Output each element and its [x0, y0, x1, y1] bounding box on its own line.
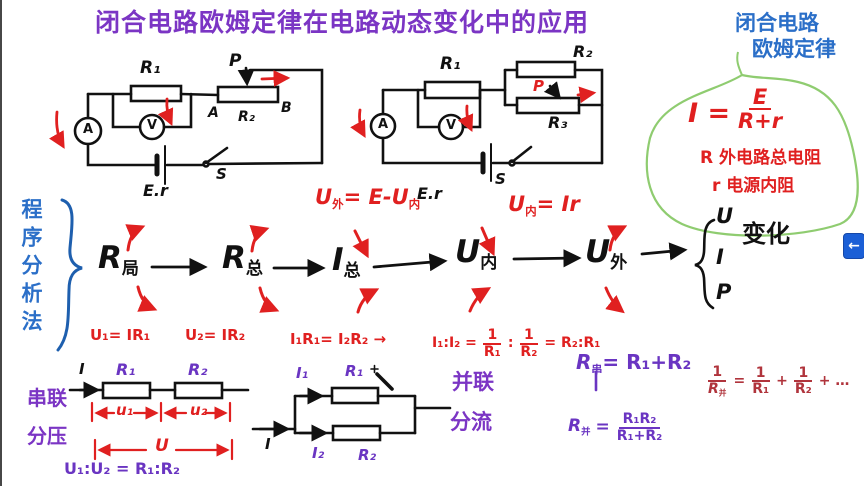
c2-battery-label: E.r [417, 184, 442, 203]
u-external-rest: = E-U [343, 185, 409, 209]
left-edge-line [0, 0, 2, 486]
ohm-law-fraction: E R+r [736, 86, 784, 132]
method-brace [56, 198, 83, 352]
c2-r1-label: R₁ [440, 54, 461, 74]
flow-item-u-internal: U内 [455, 234, 498, 273]
series-formula-u2: U₂= IR₂ [185, 326, 246, 344]
parallel-r1-label: R₁ [345, 362, 364, 380]
u-internal-rest: = Ir [536, 192, 580, 216]
flow-item-r-total: R总 [222, 240, 263, 279]
flow-arrows [150, 242, 688, 278]
c1-voltmeter-label: V [146, 118, 158, 133]
parallel-circuit-drawing [251, 364, 452, 442]
c2-switch-label: S [495, 170, 506, 188]
nav-back-button[interactable]: ← [843, 233, 864, 259]
series-name-line2: 分压 [27, 424, 67, 448]
c1-switch-label: S [216, 165, 227, 183]
circuit-2-drawing [369, 60, 604, 182]
circuit-trend-arrows [49, 70, 597, 149]
c1-ammeter-label: A [82, 122, 94, 137]
result-u: U [716, 204, 734, 228]
c2-r3-label: R₃ [548, 113, 568, 132]
flow-item-r-local: R局 [98, 240, 139, 279]
series-formula-u1: U₁= IR₁ [90, 326, 151, 344]
ohm-note-internal: r 电源内阻 [712, 176, 795, 196]
flow-item-u-external: U外 [585, 234, 628, 273]
ohm-law-numerator: E [748, 86, 772, 111]
result-p: P [716, 280, 732, 304]
u-external-sub2: 内 [408, 197, 421, 212]
c1-battery-label: E.r [143, 181, 168, 200]
series-i-label: I [79, 360, 85, 378]
parallel-r2-label: R₂ [358, 446, 377, 464]
circuit-1-drawing [73, 66, 324, 185]
page-title: 闭合电路欧姆定律在电路动态变化中的应用 [95, 8, 590, 37]
ohm-law-lhs: I = [688, 98, 731, 129]
green-cloud-outline [645, 51, 859, 237]
c1-r1-label: R₁ [140, 58, 161, 78]
topic-label-line1: 闭合电路 [735, 11, 819, 35]
c2-r2-label: R₂ [573, 42, 593, 61]
c1-node-b-label: B [281, 100, 292, 116]
u-external-formula: U外= E-U内 [315, 186, 420, 210]
result-i: I [716, 245, 724, 269]
topic-label-line2: 欧姆定律 [752, 37, 836, 61]
u-internal-formula: U内= Ir [508, 193, 580, 217]
u-internal-sub: 内 [525, 204, 537, 219]
series-r1-label: R₁ [116, 360, 136, 379]
flow-trend-arrows [125, 224, 628, 314]
series-name-line1: 串联 [27, 386, 67, 410]
u-external-sub: 外 [332, 197, 344, 212]
series-u1-span-label: u₁ [116, 401, 134, 419]
series-u2-span-label: u₂ [190, 401, 208, 419]
u-external-main: U [315, 185, 333, 209]
c2-voltmeter-label: V [445, 118, 457, 133]
result-brace [694, 218, 716, 310]
c2-p-label: P [533, 77, 544, 95]
parallel-name-line2: 分流 [450, 410, 492, 434]
c1-r2-label: R₂ [238, 109, 255, 125]
series-formula-equal: I₁R₁= I₂R₂ → [290, 330, 387, 348]
parallel-name-line1: 并联 [452, 370, 494, 394]
parallel-i-label: I [265, 435, 271, 453]
series-u-span-label: U [155, 436, 169, 456]
method-label: 程序分析法 [19, 198, 44, 338]
nav-back-icon: ← [848, 238, 860, 254]
series-resistance-formula: R串= R₁+R₂ [576, 350, 692, 376]
series-r2-label: R₂ [188, 360, 208, 379]
result-change-label: 变化 [742, 220, 790, 248]
ohm-law-denominator: R+r [738, 109, 783, 134]
ohm-note-external: R 外电路总电阻 [700, 148, 822, 168]
c2-ammeter-label: A [377, 117, 389, 132]
series-measure-arrows [90, 401, 234, 461]
parallel-i2-label: I₂ [312, 444, 325, 462]
series-circuit-drawing [68, 381, 250, 400]
c1-node-a-label: A [208, 105, 219, 121]
parallel-i1-label: I₁ [296, 364, 309, 382]
c1-p-label: P [229, 51, 242, 71]
flow-item-i-total: I总 [332, 242, 361, 281]
series-conclusion: U₁:U₂ = R₁:R₂ [64, 459, 180, 478]
u-internal-main: U [508, 192, 526, 216]
